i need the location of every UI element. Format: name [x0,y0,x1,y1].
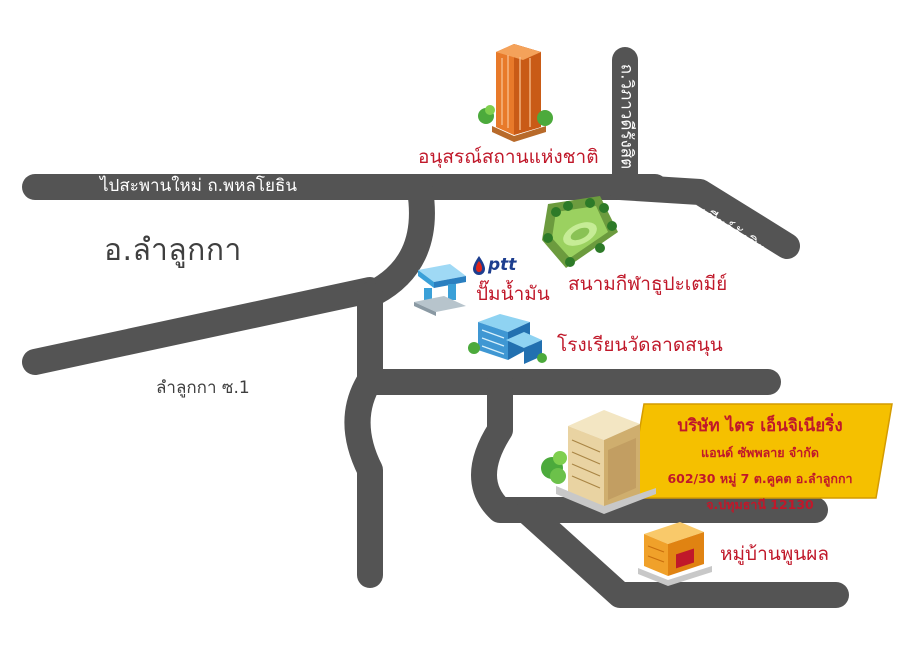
road-label-phahonyothin: ไปสะพานใหม่ ถ.พหลโยธิน [100,176,297,196]
school-building-icon [468,314,547,364]
gas-station-label: ปั๊มน้ำมัน [476,283,550,305]
stadium-icon [542,196,618,268]
company-province: จ.ปทุมธานี 12130 [706,497,814,512]
road-network [22,47,849,608]
monument-label: อนุสรณ์สถานแห่งชาติ [418,146,599,168]
stadium-label: สนามกีฬาธูปะเตมีย์ [568,273,728,295]
ptt-logo-icon: ptt [472,253,516,277]
road-company-loop [471,369,828,523]
gas-station-icon [414,264,466,316]
tower-icon [478,44,553,142]
road-label-vibhavadi: ถ.วิภาวดีรังสิต [616,63,637,170]
district-label: อ.ลำลูกกา [104,233,242,268]
village-label: หมู่บ้านพูนผล [720,543,830,565]
ptt-logo-text: ptt [488,255,517,275]
company-line-1: แอนด์ ซัพพลาย จำกัด [701,445,819,460]
company-info: บริษัท ไตร เอ็นจิเนียริ่ง แอนด์ ซัพพลาย … [640,412,880,515]
house-icon [638,522,712,586]
soi-label: ลำลูกกา ซ.1 [156,378,250,398]
road-phahonyothin-east [607,174,800,259]
company-name: บริษัท ไตร เอ็นจิเนียริ่ง [677,416,843,436]
road-village [515,499,849,608]
road-curve-branch [357,177,435,308]
school-label: โรงเรียนวัดลาดสนุน [557,334,723,356]
road-vertical-west [344,282,383,588]
company-address: 602/30 หมู่ 7 ต.คูคต อ.ลำลูกกา [667,471,853,486]
office-building-icon [541,410,656,514]
road-diagonal-lamlukka [22,277,383,375]
